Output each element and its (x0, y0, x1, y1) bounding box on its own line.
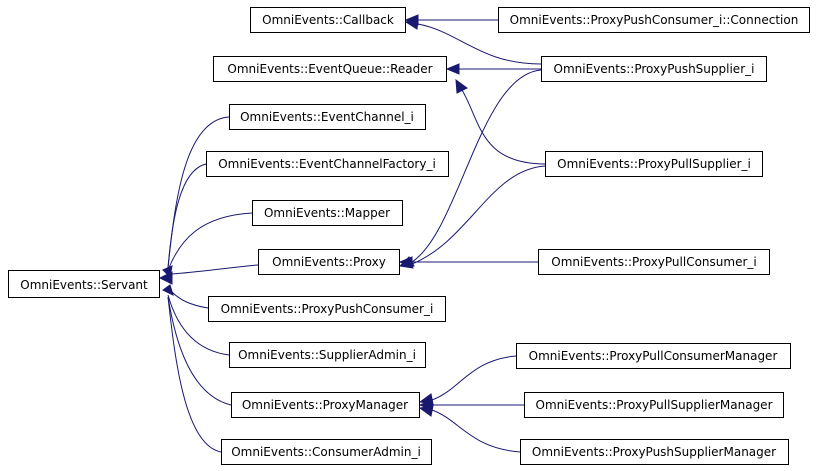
node-proxy-pull-supplier-manager[interactable]: OmniEvents::ProxyPullSupplierManager (524, 392, 784, 418)
node-label: OmniEvents::ProxyPullSupplier_i (557, 157, 751, 171)
node-supplier-admin[interactable]: OmniEvents::SupplierAdmin_i (229, 342, 426, 368)
edge-proxy-to-servant (171, 264, 259, 275)
node-consumer-admin[interactable]: OmniEvents::ConsumerAdmin_i (221, 439, 432, 465)
node-label: OmniEvents::ProxyPullSupplierManager (536, 398, 773, 412)
edge-pullconsumermanager-to-proxymanager (431, 355, 517, 401)
edge-pushsuppliermanager-to-proxymanager (431, 409, 521, 453)
edge-consumeradmin-to-servant (167, 296, 222, 453)
node-proxy-push-consumer[interactable]: OmniEvents::ProxyPushConsumer_i (208, 296, 446, 322)
arrowhead-reader-2 (455, 78, 468, 94)
node-proxy-push-supplier[interactable]: OmniEvents::ProxyPushSupplier_i (541, 56, 767, 82)
node-label: OmniEvents::ProxyPullConsumer_i (551, 255, 756, 269)
node-label: OmniEvents::ProxyManager (242, 398, 408, 412)
edge-factory-to-servant (167, 163, 207, 269)
node-label: OmniEvents::SupplierAdmin_i (238, 348, 416, 362)
arrowhead-servant-2 (162, 265, 173, 279)
arrowhead-callback-2 (404, 17, 419, 30)
edge-pullsupplier-to-proxy (411, 165, 546, 265)
node-proxy-pull-consumer-manager[interactable]: OmniEvents::ProxyPullConsumerManager (516, 343, 791, 369)
arrowhead-proxymanager-3 (418, 405, 434, 417)
node-proxy-pull-consumer[interactable]: OmniEvents::ProxyPullConsumer_i (538, 249, 770, 275)
node-label: OmniEvents::Servant (20, 278, 148, 292)
edges (158, 14, 546, 453)
node-event-channel[interactable]: OmniEvents::EventChannel_i (229, 104, 426, 130)
node-label: OmniEvents::EventQueue::Reader (227, 62, 432, 76)
node-event-queue-reader[interactable]: OmniEvents::EventQueue::Reader (213, 56, 447, 82)
node-proxy-manager[interactable]: OmniEvents::ProxyManager (231, 392, 420, 418)
arrowhead-proxy-3 (398, 256, 413, 268)
node-callback[interactable]: OmniEvents::Callback (250, 7, 406, 33)
node-label: OmniEvents::ProxyPushSupplierManager (532, 445, 776, 459)
edge-eventchannel-to-servant (167, 116, 230, 269)
node-proxy-pull-supplier[interactable]: OmniEvents::ProxyPullSupplier_i (545, 151, 763, 177)
node-proxy-push-supplier-manager[interactable]: OmniEvents::ProxyPushSupplierManager (520, 439, 789, 465)
edge-proxymanager-to-servant (167, 296, 232, 406)
edge-pushsupplier-to-proxy (411, 69, 542, 263)
edge-pullsupplier-to-reader (461, 89, 546, 165)
node-label: OmniEvents::EventChannel_i (240, 110, 414, 124)
node-label: OmniEvents::ProxyPullConsumerManager (529, 349, 778, 363)
node-proxy[interactable]: OmniEvents::Proxy (258, 249, 400, 275)
arrowhead-proxymanager-2 (418, 393, 434, 405)
node-label: OmniEvents::ProxyPushConsumer_i (221, 302, 434, 316)
edge-mapper-to-servant (167, 212, 253, 271)
node-label: OmniEvents::Proxy (272, 255, 386, 269)
edge-pushsupplier-to-callback (417, 23, 542, 65)
node-proxy-push-consumer-connection[interactable]: OmniEvents::ProxyPushConsumer_i::Connect… (498, 7, 810, 33)
node-label: OmniEvents::Callback (262, 13, 394, 27)
node-event-channel-factory[interactable]: OmniEvents::EventChannelFactory_i (206, 151, 449, 177)
node-label: OmniEvents::Mapper (264, 206, 390, 220)
arrowhead-servant-3 (162, 284, 174, 296)
node-label: OmniEvents::ProxyPushSupplier_i (554, 62, 755, 76)
node-servant[interactable]: OmniEvents::Servant (8, 270, 160, 298)
node-label: OmniEvents::ConsumerAdmin_i (231, 445, 421, 459)
node-label: OmniEvents::EventChannelFactory_i (218, 157, 436, 171)
edge-pushconsumer-to-servant (171, 291, 209, 309)
node-mapper[interactable]: OmniEvents::Mapper (252, 200, 403, 226)
edge-supplieradmin-to-servant (167, 294, 230, 356)
arrowhead-reader (445, 63, 460, 75)
node-label: OmniEvents::ProxyPushConsumer_i::Connect… (510, 13, 799, 27)
